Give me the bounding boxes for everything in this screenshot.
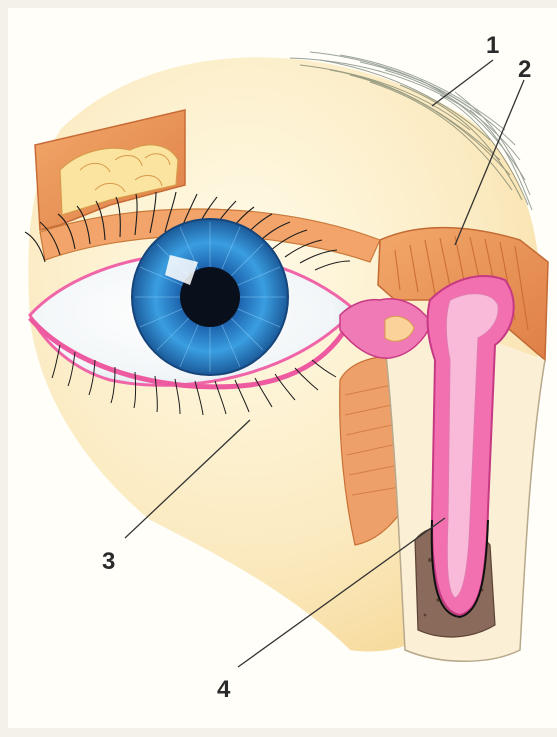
label-4: 4 bbox=[217, 678, 230, 702]
leader-line-1 bbox=[432, 60, 493, 106]
label-1: 1 bbox=[486, 34, 499, 58]
label-2: 2 bbox=[518, 58, 531, 82]
label-3: 3 bbox=[102, 550, 115, 574]
